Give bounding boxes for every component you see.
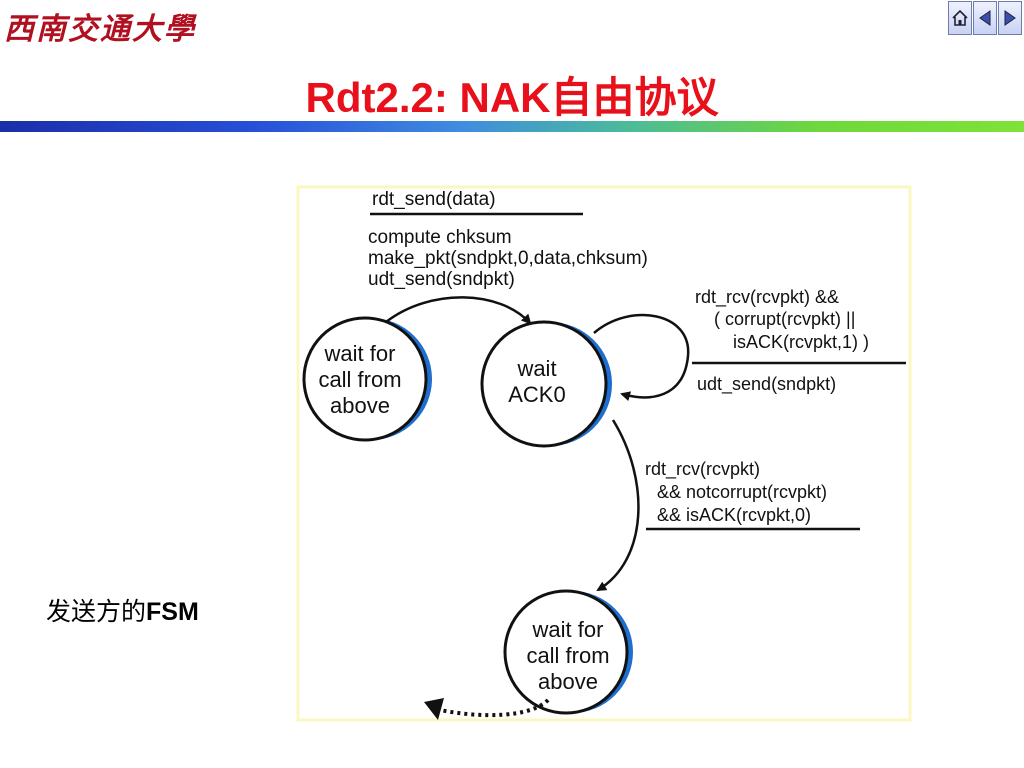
transition-event-line: isACK(rcvpkt,1) )	[733, 332, 869, 352]
state-circle	[503, 589, 629, 715]
triangle-right-icon	[1004, 10, 1016, 26]
home-button[interactable]	[948, 1, 972, 35]
continuation-arrowhead	[424, 698, 444, 720]
figure-caption: 发送方的FSM	[46, 592, 199, 628]
slide-title: Rdt2.2: NAK自由协议	[305, 74, 719, 121]
transition-event-line: ( corrupt(rcvpkt) ||	[714, 309, 855, 329]
caption-bold: FSM	[146, 598, 199, 626]
university-logo: 西南交通大學	[4, 12, 196, 47]
state-label-line: call from	[526, 643, 609, 668]
state-label-line: above	[330, 393, 390, 418]
state-label-line: call from	[318, 367, 401, 392]
next-slide-button[interactable]	[998, 1, 1022, 35]
state-label-line: wait for	[324, 341, 396, 366]
transition-event-line: && isACK(rcvpkt,0)	[657, 505, 811, 525]
transition-action: make_pkt(sndpkt,0,data,chksum)	[368, 248, 648, 269]
state-circle	[302, 316, 428, 442]
state-label-line: wait	[516, 356, 556, 381]
transition-event-line: rdt_rcv(rcvpkt)	[645, 459, 760, 480]
state-wait-ack0: wait ACK0	[480, 320, 612, 448]
title-underline-bar	[0, 121, 1024, 132]
transition-event-line: rdt_rcv(rcvpkt) &&	[695, 287, 839, 308]
triangle-left-icon	[979, 10, 991, 26]
home-icon	[952, 9, 968, 26]
transition-action: udt_send(sndpkt)	[368, 269, 515, 290]
prev-slide-button[interactable]	[973, 1, 997, 35]
caption-text: 发送方的	[46, 597, 147, 626]
transition-event: rdt_send(data)	[372, 189, 496, 210]
state-wait-call-from-above-1: wait for call from above	[503, 589, 633, 715]
state-label-line: ACK0	[508, 382, 565, 407]
state-wait-call-from-above-0: wait for call from above	[302, 316, 432, 442]
transition-event-line: && notcorrupt(rcvpkt)	[657, 482, 827, 502]
state-label-line: wait for	[532, 617, 604, 642]
state-label-line: above	[538, 669, 598, 694]
transition-arrow-ack	[596, 419, 640, 592]
slide-nav	[947, 1, 1022, 35]
state-circle	[480, 320, 608, 448]
transition-arrow-resend-loop	[593, 313, 690, 402]
continuation-arrow	[439, 698, 550, 718]
transition-action: udt_send(sndpkt)	[697, 374, 836, 395]
transition-action: compute chksum	[368, 227, 512, 248]
transition-arrow-send	[385, 296, 532, 325]
